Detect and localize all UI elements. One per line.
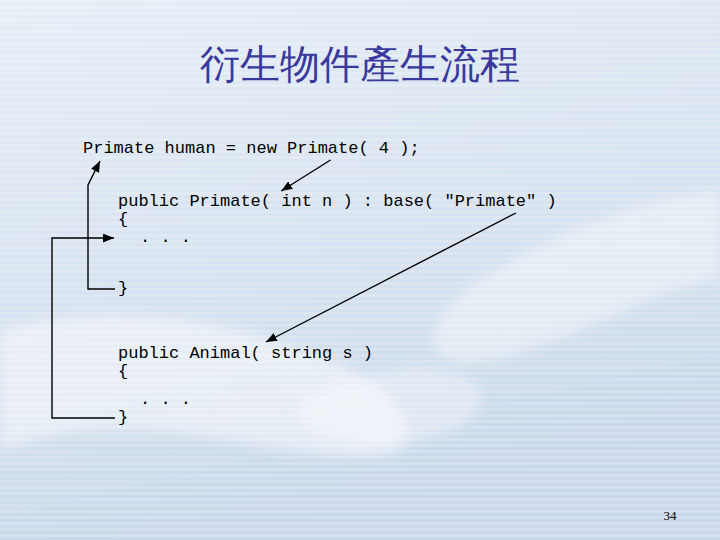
hand-shape	[300, 370, 482, 444]
code-block: public Primate( int n ) : base( "Primate…	[118, 193, 557, 298]
flow-arrow	[88, 161, 115, 289]
flow-arrow	[281, 160, 330, 191]
page-number: 34	[650, 508, 690, 524]
code-line: . . .	[140, 229, 191, 247]
flow-arrow	[52, 238, 115, 418]
code-line: public Animal( string s )	[118, 345, 373, 363]
code-line: {	[118, 211, 128, 229]
flow-arrow	[266, 213, 516, 342]
code-line: }	[118, 409, 128, 427]
code-line: }	[118, 280, 128, 298]
code-line: Primate human = new Primate( 4 );	[83, 140, 420, 158]
code-block: public Animal( string s ){ . . .}	[118, 345, 373, 427]
handshake-illustration	[0, 190, 720, 457]
slide-title: 衍生物件產生流程	[0, 40, 720, 88]
hand-shape	[433, 190, 720, 362]
code-line: public Primate( int n ) : base( "Primate…	[118, 193, 557, 211]
code-line: . . .	[140, 391, 191, 409]
code-block: Primate human = new Primate( 4 );	[83, 140, 420, 158]
code-line: {	[118, 363, 128, 381]
